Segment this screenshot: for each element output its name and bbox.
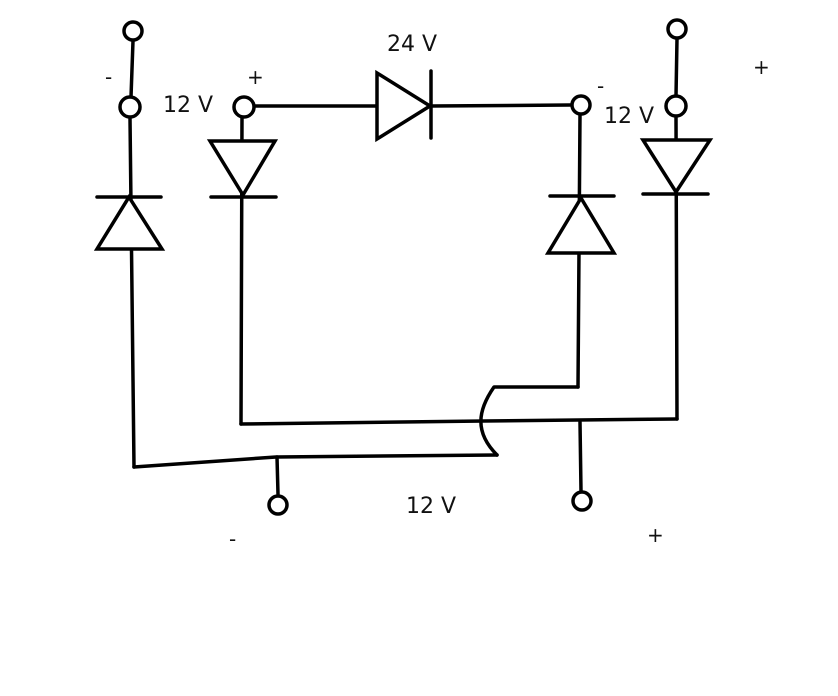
terminal-left-top: [122, 20, 144, 42]
diode-top-24v: [375, 69, 434, 143]
sign-right-mid: -: [597, 74, 604, 98]
wire-left-top-stub: [129, 39, 135, 99]
terminals: [118, 18, 688, 516]
terminal-output-minus: [267, 494, 289, 516]
sign-left-top: -: [105, 65, 112, 89]
terminal-right-bottom: [664, 94, 688, 118]
sign-left-mid: +: [247, 65, 264, 89]
terminal-right-top: [666, 18, 688, 40]
label-12v-bottom: 12 V: [406, 494, 456, 519]
terminal-inner-left: [232, 95, 256, 119]
label-24v: 24 V: [387, 32, 437, 57]
label-12v-left: 12 V: [163, 93, 213, 118]
wire-output-minus-stub: [275, 455, 280, 496]
wire-bottom-left-horizontal: [132, 453, 499, 469]
wire-top-right: [429, 103, 572, 108]
wire-left-outer-vertical: [128, 116, 136, 469]
sign-right-far: +: [753, 55, 770, 79]
diode-right-inner: [544, 194, 618, 255]
labels: 24 V 12 V 12 V 12 V - + - + - +: [105, 32, 770, 551]
wire-output-plus-stub: [578, 420, 583, 493]
diode-left-inner: [206, 139, 279, 199]
wire-crossover: [479, 385, 580, 457]
terminal-inner-right: [570, 94, 592, 116]
diode-left-outer: [93, 193, 166, 251]
wire-right-top-stub: [674, 37, 679, 98]
sign-bottom-left: -: [229, 527, 236, 551]
sign-bottom-right: +: [647, 523, 664, 547]
terminal-output-plus: [571, 490, 593, 512]
terminal-left-bottom: [118, 95, 142, 119]
label-12v-right: 12 V: [604, 104, 654, 129]
diode-right-outer: [639, 138, 714, 196]
wire-middle-horizontal: [239, 417, 679, 426]
